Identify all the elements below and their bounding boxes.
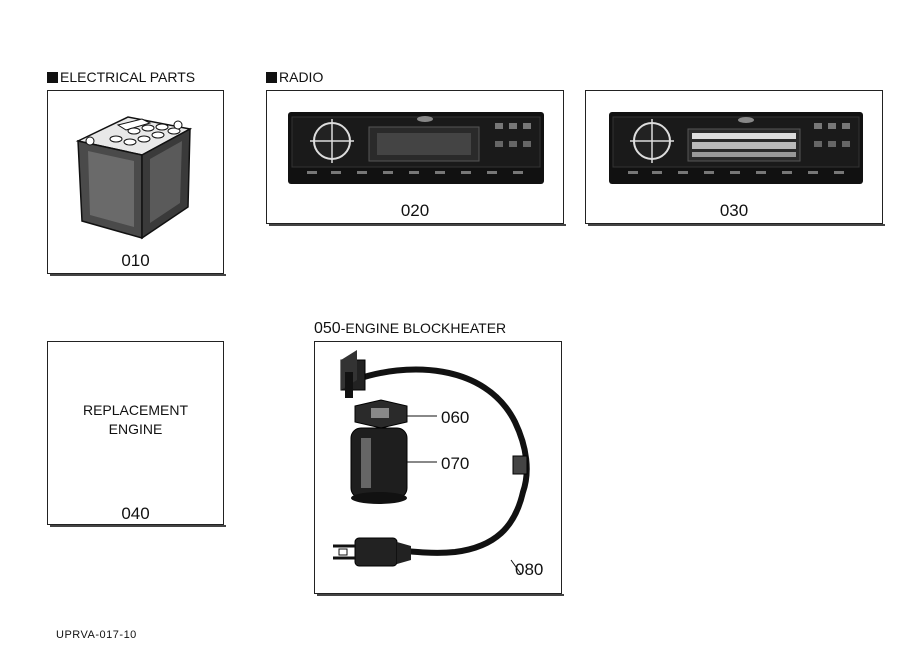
engine-label-line2: ENGINE: [108, 421, 163, 437]
cord-callout: 080: [515, 560, 544, 579]
electrical-parts-label: ELECTRICAL PARTS: [60, 69, 196, 85]
radio-020-panel[interactable]: 020: [266, 90, 566, 226]
radio-heading: RADIO: [266, 69, 323, 85]
electrical-parts-heading: ELECTRICAL PARTS: [47, 69, 195, 85]
blockheater-diagram: [333, 350, 530, 575]
square-bullet-icon: [266, 72, 277, 83]
battery-icon: [75, 116, 193, 240]
replacement-engine-panel[interactable]: REPLACEMENT ENGINE 040: [47, 341, 226, 527]
radio-030-part-number: 030: [719, 201, 749, 220]
radio-head-unit-icon: [609, 112, 863, 184]
engine-label-line1: REPLACEMENT: [82, 402, 189, 418]
plug-callout: 060: [441, 408, 470, 427]
radio-label: RADIO: [279, 69, 324, 85]
blockheater-label: -ENGINE BLOCKHEATER: [340, 320, 507, 336]
radio-head-unit-icon: [288, 112, 544, 184]
blockheater-panel[interactable]: 060 070 080: [314, 341, 564, 596]
socket-callout: 070: [441, 454, 470, 473]
radio-030-panel[interactable]: 030: [585, 90, 885, 226]
blockheater-heading: 050-ENGINE BLOCKHEATER: [314, 320, 506, 338]
engine-part-number: 040: [121, 504, 150, 523]
square-bullet-icon: [47, 72, 58, 83]
battery-part-number: 010: [121, 251, 150, 270]
document-code: UPRVA-017-10: [56, 629, 137, 641]
battery-panel[interactable]: 010: [47, 90, 226, 276]
blockheater-number: 050: [314, 320, 341, 337]
radio-020-part-number: 020: [400, 201, 430, 220]
